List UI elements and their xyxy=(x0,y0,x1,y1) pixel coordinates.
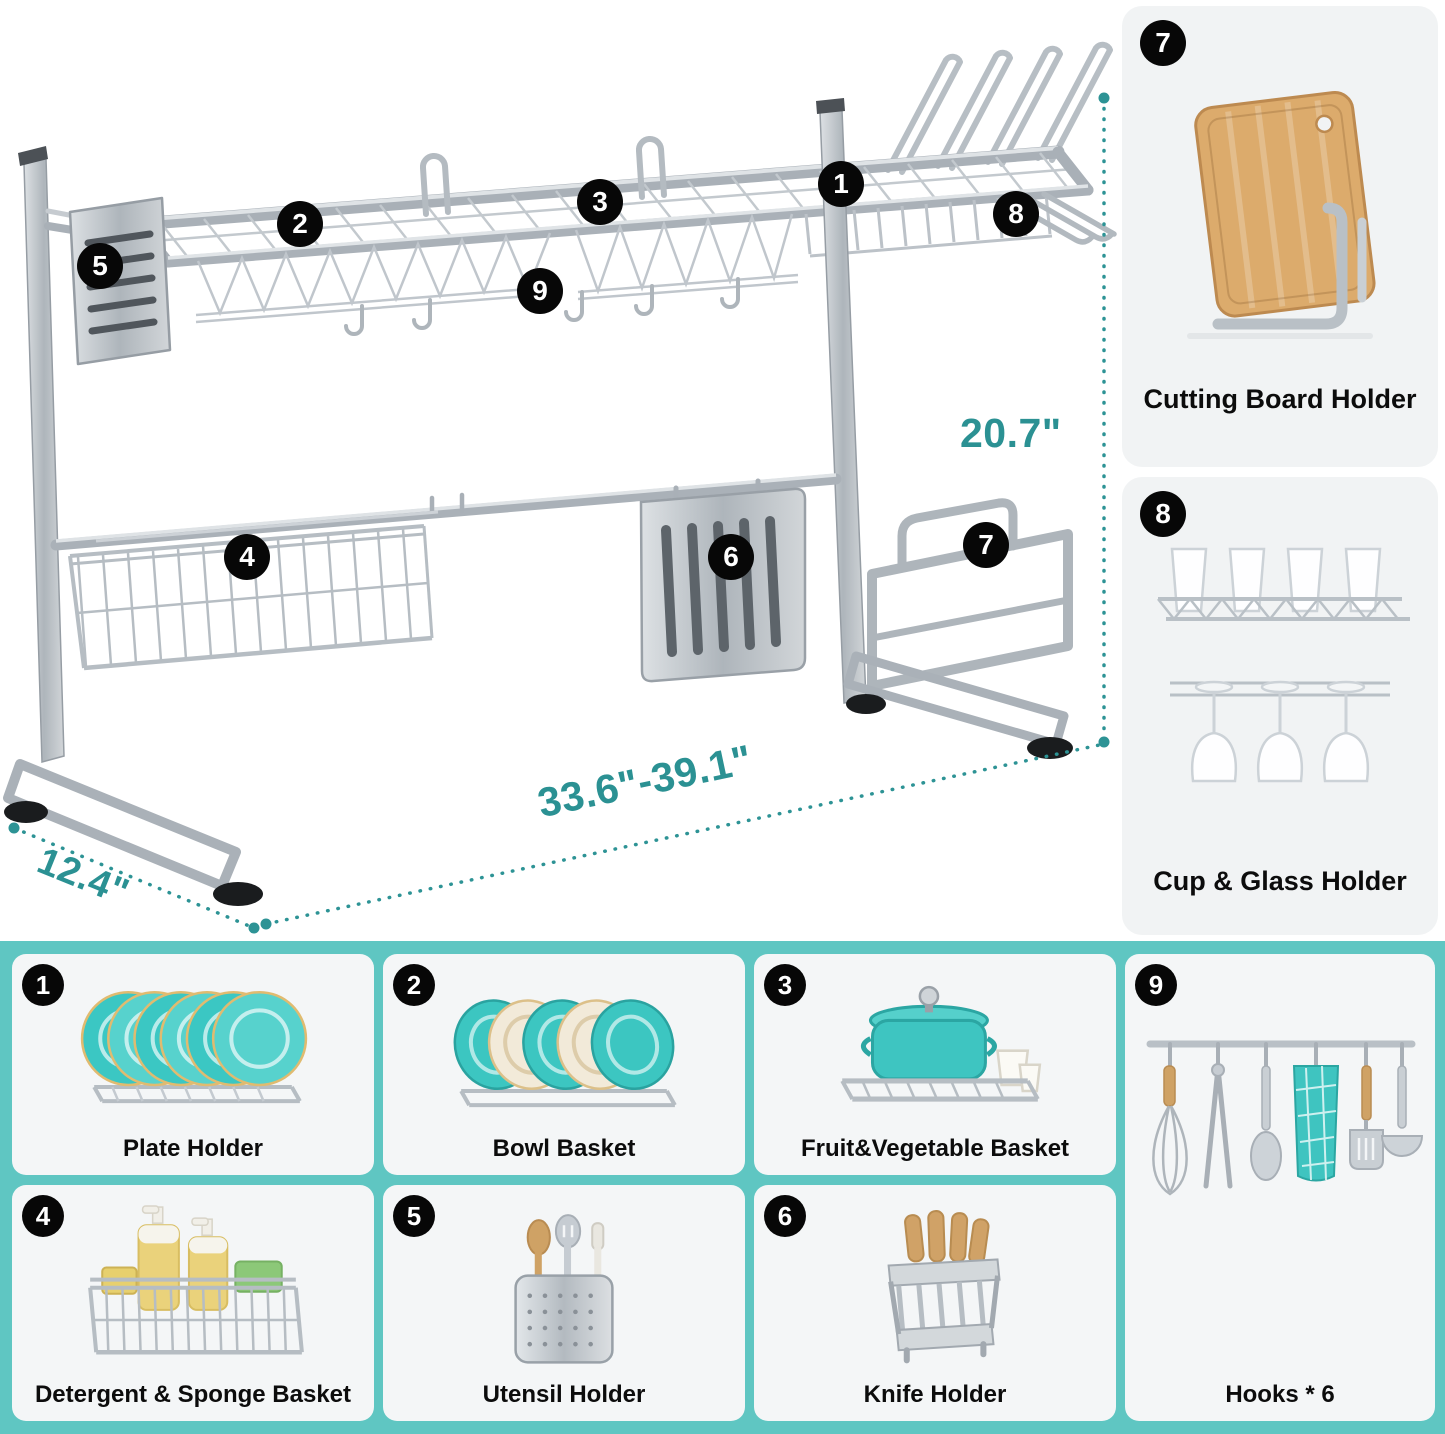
callout-5: 5 xyxy=(77,243,123,289)
callout-7: 7 xyxy=(963,522,1009,568)
callout-1: 1 xyxy=(818,161,864,207)
cup-glass-holder-illustration xyxy=(1130,535,1430,865)
hooks-illustration xyxy=(1130,1018,1430,1318)
card-fruit-vegetable-basket: 3 Fruit&Vegetable Basket xyxy=(754,954,1116,1175)
card-detergent-sponge-basket: 4 xyxy=(12,1185,374,1421)
fruit-vegetable-basket-label: Fruit&Vegetable Basket xyxy=(800,1135,1070,1162)
callout-2: 2 xyxy=(277,201,323,247)
card-1-badge: 1 xyxy=(22,964,64,1006)
card-utensil-holder: 5 xyxy=(383,1185,745,1421)
card-5-badge: 5 xyxy=(393,1195,435,1237)
card-hooks: 9 xyxy=(1125,954,1435,1421)
detergent-sponge-basket-illustration xyxy=(72,1201,314,1371)
callout-4: 4 xyxy=(224,534,270,580)
cutting-board-holder-label: Cutting Board Holder xyxy=(1143,384,1417,414)
components-grid: 1 Plate Holder 2 xyxy=(0,941,1445,1434)
callout-6: 6 xyxy=(708,534,754,580)
cup-glass-holder-label: Cup & Glass Holder xyxy=(1153,866,1407,896)
callout-9: 9 xyxy=(517,268,563,314)
bowl-basket-label: Bowl Basket xyxy=(492,1135,636,1162)
card-4-badge: 4 xyxy=(22,1195,64,1237)
hooks-label: Hooks * 6 xyxy=(1225,1381,1335,1408)
panel-8-badge: 8 xyxy=(1140,491,1186,537)
card-2-badge: 2 xyxy=(393,964,435,1006)
card-6-badge: 6 xyxy=(764,1195,806,1237)
bowl-basket-illustration xyxy=(443,968,685,1128)
plate-holder-illustration xyxy=(72,968,314,1128)
card-knife-holder: 6 Knife Holder xyxy=(754,1185,1116,1421)
detergent-sponge-basket-label: Detergent & Sponge Basket xyxy=(34,1381,352,1408)
cutting-board-holder-illustration xyxy=(1130,72,1430,362)
callout-3: 3 xyxy=(577,179,623,225)
panel-cutting-board-holder: 7 Cutting Board Holder xyxy=(1122,6,1438,467)
fruit-vegetable-basket-illustration xyxy=(814,968,1056,1128)
knife-holder-illustration xyxy=(814,1201,1056,1371)
card-3-badge: 3 xyxy=(764,964,806,1006)
knife-holder-label: Knife Holder xyxy=(863,1381,1007,1408)
panel-7-badge: 7 xyxy=(1140,20,1186,66)
card-bowl-basket: 2 Bowl Basket xyxy=(383,954,745,1175)
plate-holder-label: Plate Holder xyxy=(122,1135,264,1162)
card-plate-holder: 1 Plate Holder xyxy=(12,954,374,1175)
height-dimension: 20.7" xyxy=(960,410,1062,456)
utensil-holder-illustration xyxy=(443,1201,685,1371)
panel-cup-glass-holder: 8 xyxy=(1122,477,1438,935)
utensil-holder-label: Utensil Holder xyxy=(482,1381,646,1408)
card-9-badge: 9 xyxy=(1135,964,1177,1006)
callout-8: 8 xyxy=(993,191,1039,237)
rack-diagram: 1 2 3 4 5 6 7 8 9 20.7" 33.6"-39.1" 12.4… xyxy=(3,41,1117,934)
